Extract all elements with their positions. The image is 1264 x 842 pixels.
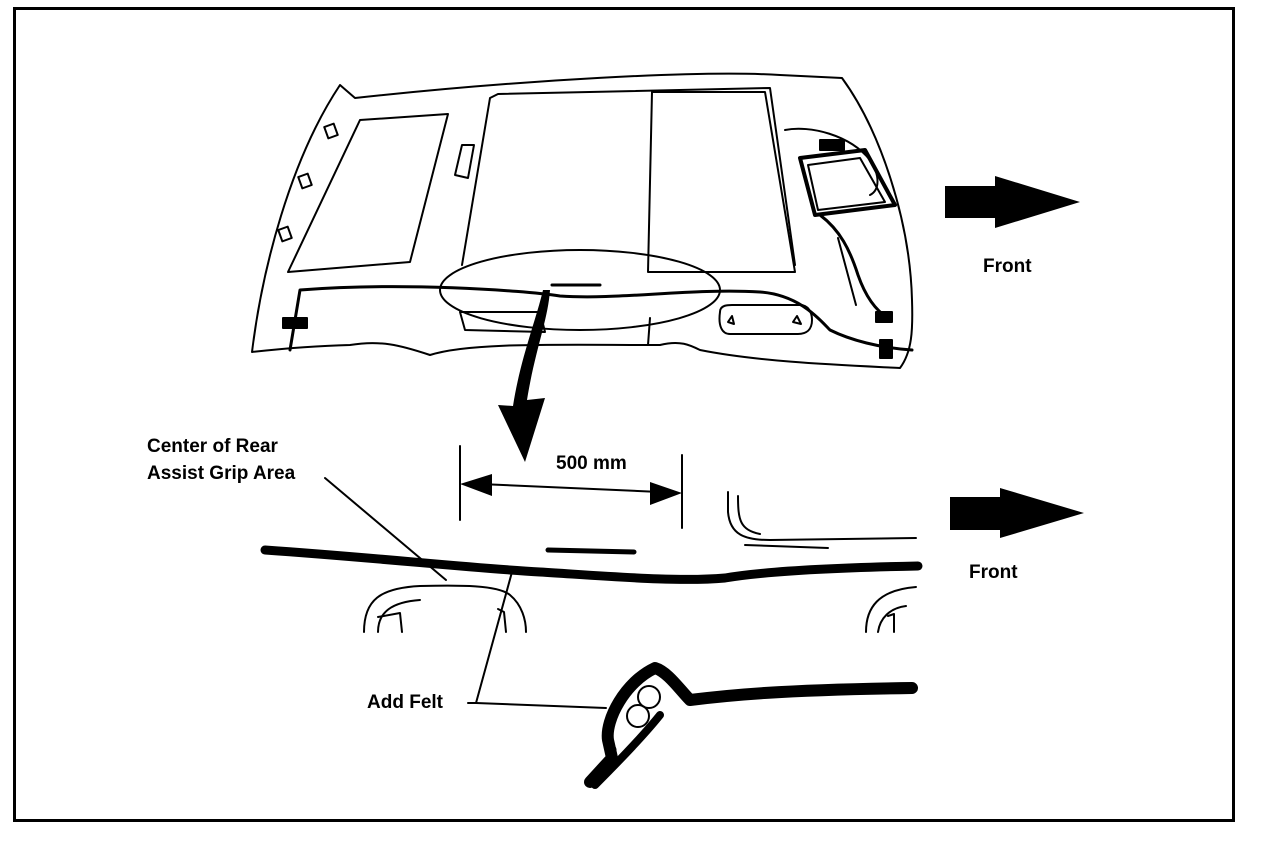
front-label-top: Front bbox=[983, 256, 1032, 277]
headliner-panel bbox=[251, 72, 914, 369]
dimension-arrow-icon bbox=[650, 482, 682, 505]
felt-clip-circle bbox=[626, 704, 650, 728]
front-arrow-icon bbox=[950, 488, 1084, 538]
leader-line-center bbox=[324, 477, 447, 581]
center-label-line2: Assist Grip Area bbox=[147, 463, 296, 484]
harness-clip bbox=[282, 317, 308, 329]
detail-callout-ellipse bbox=[439, 249, 721, 331]
diagram-frame bbox=[13, 7, 1235, 822]
harness-clip bbox=[879, 339, 893, 359]
harness-clip bbox=[819, 139, 845, 151]
front-arrow-icon bbox=[945, 176, 1080, 228]
harness-clip bbox=[875, 311, 893, 323]
front-label-bottom: Front bbox=[969, 562, 1018, 583]
dimension-label: 500 mm bbox=[556, 453, 627, 474]
add-felt-label: Add Felt bbox=[367, 692, 443, 713]
dimension-arrow-icon bbox=[460, 474, 492, 496]
felt-profile bbox=[584, 662, 918, 788]
detail-section bbox=[260, 445, 923, 789]
center-label-line1: Center of Rear bbox=[147, 436, 278, 457]
felt-clip-circle bbox=[637, 685, 661, 709]
harness-line bbox=[260, 545, 923, 584]
callout-arrow-icon bbox=[498, 290, 550, 462]
